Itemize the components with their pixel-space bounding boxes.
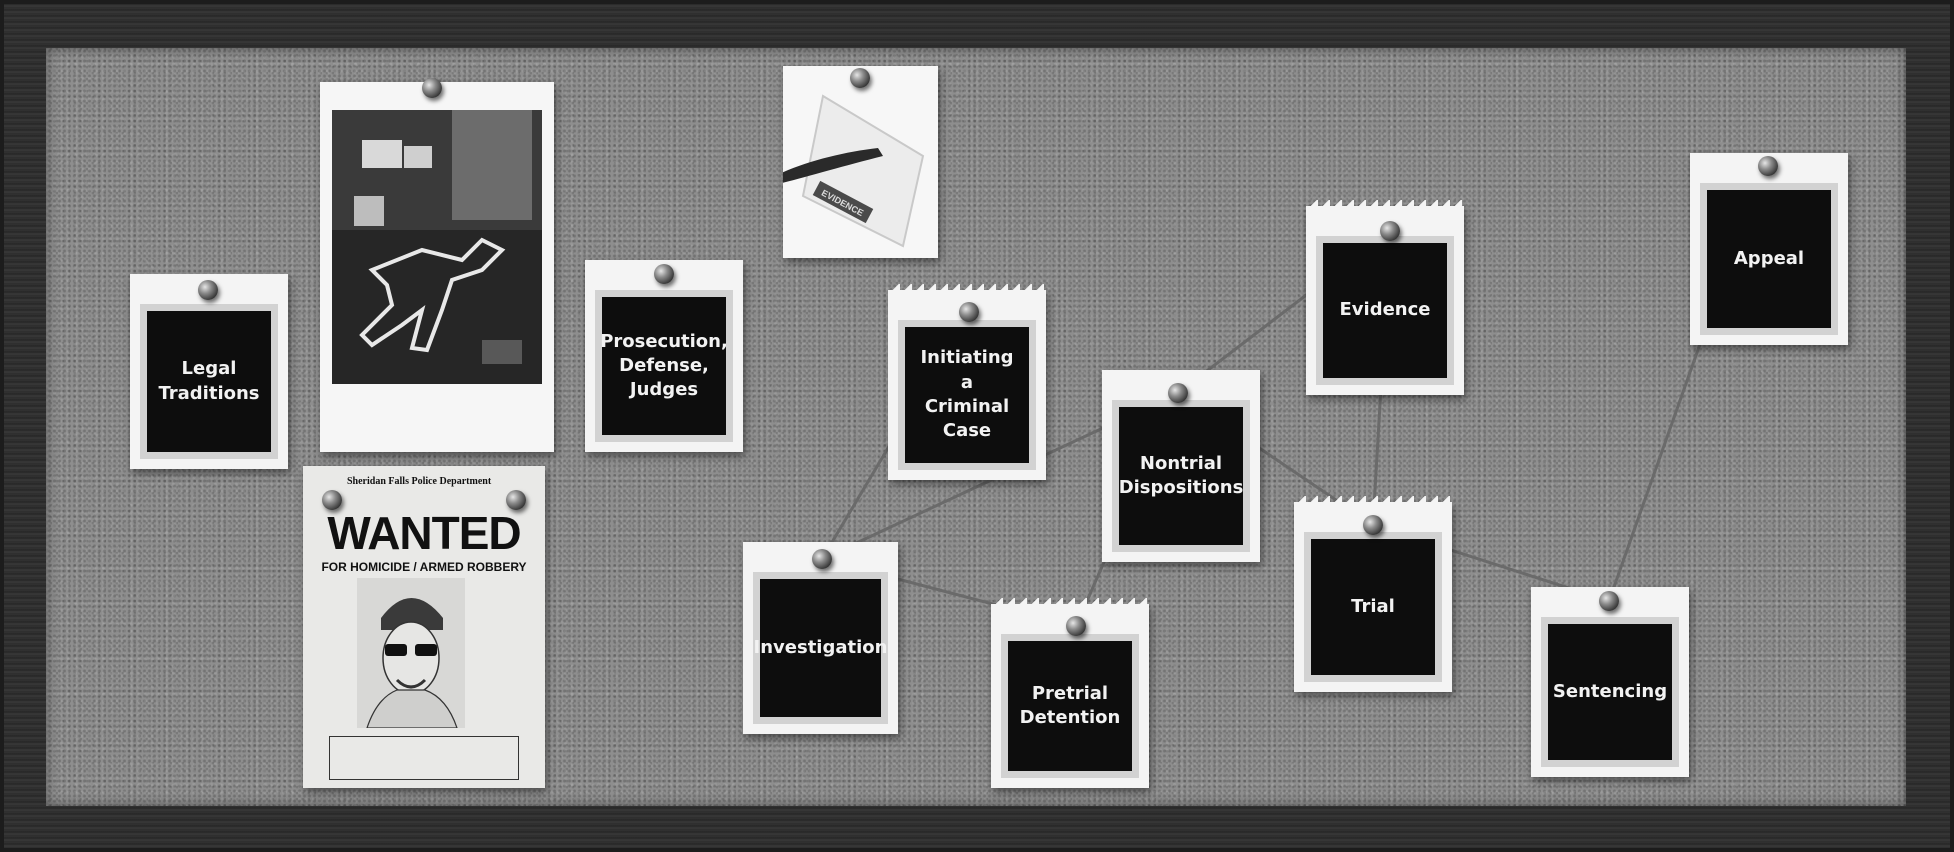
card-initiating-panel: Initiating a Criminal Case [898, 320, 1036, 470]
pushpin-icon [959, 302, 979, 322]
card-label: Nontrial Dispositions [1118, 452, 1244, 498]
pushpin-icon [422, 78, 442, 98]
wanted-subtitle: FOR HOMICIDE / ARMED ROBBERY [321, 560, 527, 574]
card-appeal: Appeal [1690, 153, 1848, 345]
card-legal-traditions: Legal Traditions [130, 274, 288, 469]
card-appeal-panel: Appeal [1700, 183, 1838, 335]
pushpin-icon [850, 68, 870, 88]
card-label: Trial [1351, 595, 1395, 617]
card-label: Legal Traditions [158, 358, 260, 404]
pushpin-icon [1168, 383, 1188, 403]
card-legal-traditions-panel: Legal Traditions [140, 304, 278, 459]
pushpin-icon [654, 264, 674, 284]
pushpin-icon [1380, 221, 1400, 241]
poster-description-box [329, 736, 519, 780]
pushpin-icon [322, 490, 342, 510]
card-investigation-panel: Investigation [753, 572, 888, 724]
card-evidence-panel: Evidence [1316, 236, 1454, 385]
card-label: Pretrial Detention [1019, 682, 1121, 728]
chalk-outline-graphic [332, 110, 542, 384]
wanted-poster: Sheridan Falls Police Department WANTED … [303, 466, 545, 788]
pushpin-icon [198, 280, 218, 300]
pushpin-icon [1599, 591, 1619, 611]
card-prosecution-panel: Prosecution, Defense, Judges [595, 290, 733, 442]
card-trial-panel: Trial [1304, 532, 1442, 682]
card-prosecution-defense-judges: Prosecution, Defense, Judges [585, 260, 743, 452]
pushpin-icon [1758, 156, 1778, 176]
evidence-bag-photo: EVIDENCE [775, 66, 938, 258]
card-label: Prosecution, Defense, Judges [600, 330, 728, 401]
card-label: Investigation [753, 636, 888, 658]
crime-scene-photo [320, 82, 554, 452]
pushpin-icon [506, 490, 526, 510]
card-pretrial-panel: Pretrial Detention [1001, 634, 1139, 778]
evidence-bag-graphic: EVIDENCE [775, 66, 938, 258]
suspect-sketch-graphic [357, 578, 465, 729]
pushpin-icon [1363, 515, 1383, 535]
card-label: Appeal [1733, 247, 1805, 269]
pushpin-icon [812, 549, 832, 569]
card-label: Evidence [1339, 299, 1431, 321]
wanted-title: WANTED [327, 507, 521, 559]
card-nontrial-panel: Nontrial Dispositions [1112, 400, 1250, 552]
card-label: Initiating a Criminal Case [920, 347, 1014, 442]
suspect-sketch [357, 578, 465, 729]
card-sentencing: Sentencing [1531, 587, 1689, 777]
poster-header: Sheridan Falls Police Department [347, 476, 492, 487]
card-sentencing-panel: Sentencing [1541, 617, 1679, 767]
card-investigation: Investigation [743, 542, 898, 734]
card-label: Sentencing [1552, 680, 1668, 702]
crime-scene-image [332, 110, 542, 384]
pushpin-icon [1066, 616, 1086, 636]
